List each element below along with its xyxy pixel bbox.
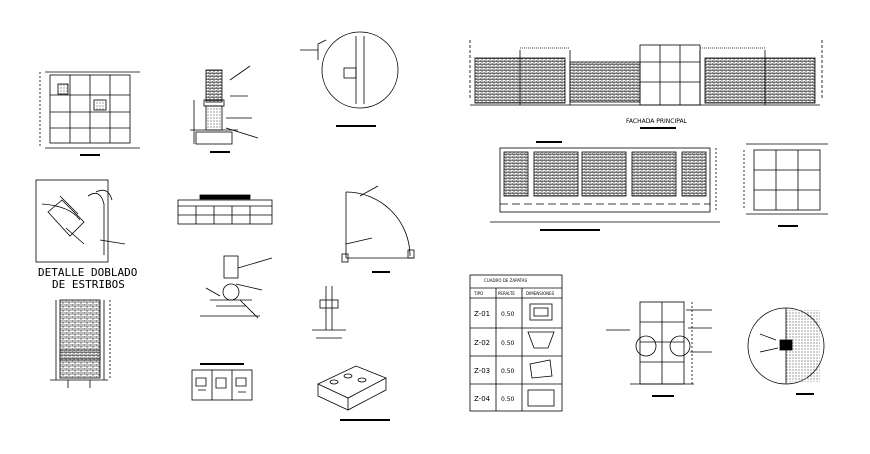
- footings-header-tipo: TIPO: [473, 291, 483, 296]
- footing-row-peralte: 0.50: [501, 311, 515, 318]
- anchor-bolt-section: [312, 286, 346, 339]
- footings-header-dimensiones: DIMENSIONES: [526, 291, 555, 296]
- footings-table-title: CUADRO DE ZAPATAS: [484, 278, 528, 283]
- fence-elevation: [490, 141, 720, 231]
- circular-section-detail: [747, 307, 825, 395]
- brick-column-detail: [50, 299, 111, 388]
- door-elevation-detail: [606, 301, 712, 397]
- symbols-box: [191, 363, 253, 401]
- brick-isometric: [317, 365, 390, 421]
- footing-row-peralte: 0.50: [501, 368, 515, 375]
- footings-header-peralte: PERALTE: [498, 291, 515, 296]
- footing-row-type: Z-03: [474, 367, 490, 375]
- footing-row-peralte: 0.50: [501, 396, 515, 403]
- stirrup-bend-detail: [35, 179, 126, 263]
- stirrup-detail-title-line2: DE ESTRIBOS: [52, 278, 125, 291]
- footing-row-type: Z-02: [474, 339, 490, 347]
- circular-detail-top: [300, 31, 399, 127]
- footings-table-frame: [469, 274, 563, 412]
- stirrup-detail-title-line1: DETALLE DOBLADO: [38, 266, 137, 279]
- footing-row-peralte: 0.50: [501, 340, 515, 347]
- main-facade-elevation: [469, 40, 823, 129]
- footing-row-type: Z-01: [474, 310, 490, 318]
- column-footing-section: [190, 65, 259, 153]
- footing-row-type: Z-04: [474, 395, 491, 403]
- pipe-anchor-detail: [200, 255, 273, 319]
- main-facade-label: FACHADA PRINCIPAL: [626, 118, 688, 125]
- footing-legend-table: [177, 194, 273, 225]
- door-swing-plan: [341, 185, 415, 273]
- window-elevation-right: [743, 143, 828, 227]
- window-grid-elevation: [39, 71, 140, 156]
